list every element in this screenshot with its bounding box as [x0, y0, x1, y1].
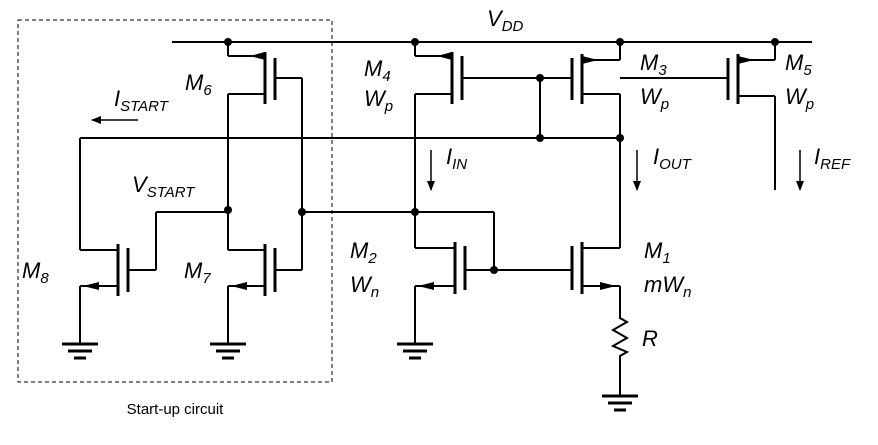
transistor-m6 [227, 42, 303, 270]
transistor-m4 [414, 42, 540, 212]
vstart-label: VSTART [132, 172, 196, 201]
transistor-m2 [414, 212, 572, 344]
m7-label: M7 [184, 258, 211, 287]
iref-label: IREF [814, 144, 851, 173]
m4-label: M4 [364, 56, 391, 85]
startup-box [17, 19, 333, 383]
m1-label: M1 [644, 238, 671, 267]
ground-m2 [397, 342, 433, 360]
ground-m8 [62, 342, 98, 360]
m8-label: M8 [22, 258, 49, 287]
m5-size: Wp [785, 84, 814, 113]
m3-size: Wp [640, 84, 669, 113]
transistor-m7 [227, 232, 302, 344]
startup-caption: Start-up circuit [127, 401, 225, 418]
iin-label: IIN [446, 144, 467, 173]
transistor-m3 [539, 42, 621, 248]
m2-size: Wn [350, 272, 379, 301]
ground-m7 [210, 342, 246, 360]
r-label: R [642, 326, 658, 351]
m2-label: M2 [350, 238, 377, 267]
m6-label: M6 [185, 70, 212, 99]
istart-label: ISTART [114, 86, 170, 115]
transistor-m8 [79, 211, 228, 344]
m4-size: Wp [364, 86, 393, 115]
vdd-label: VDD [487, 6, 524, 35]
m5-label: M5 [785, 50, 812, 79]
iout-label: IOUT [653, 144, 693, 173]
transistor-m1 [570, 242, 621, 316]
junction-dots [224, 38, 779, 274]
resistor-r [610, 316, 630, 396]
transistor-m5 [620, 42, 776, 190]
m3-label: M3 [640, 50, 667, 79]
m1-size: mWn [644, 272, 691, 301]
ground-r [602, 394, 638, 412]
